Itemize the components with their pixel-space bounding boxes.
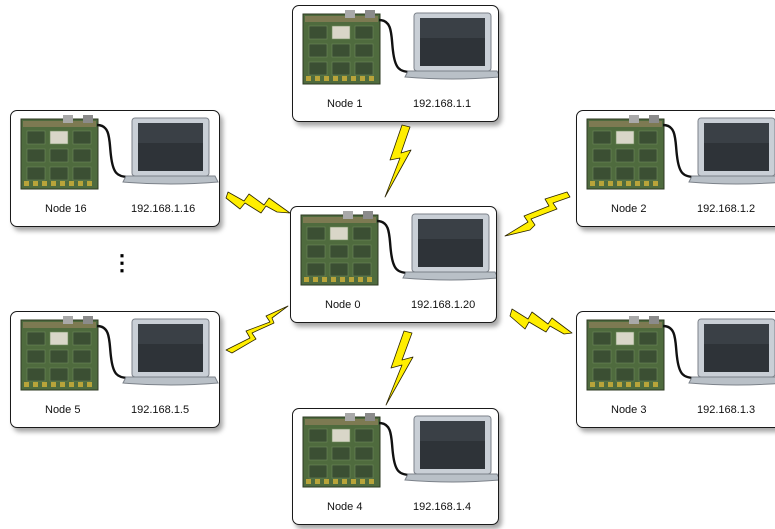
laptop-icon <box>122 117 219 185</box>
laptop-icon <box>402 213 496 281</box>
node-4-box: Node 4 192.168.1.4 <box>292 408 499 525</box>
node-name-label: Node 1 <box>327 98 363 110</box>
fpga-board-icon <box>586 115 665 190</box>
fpga-board-icon <box>302 10 381 85</box>
laptop-icon <box>404 12 498 80</box>
hardware-illustration <box>302 413 498 488</box>
hardware-illustration <box>300 211 496 286</box>
hardware-illustration <box>302 10 498 85</box>
hardware-illustration <box>586 316 775 391</box>
fpga-board-icon <box>586 316 665 391</box>
node-5-box: Node 5 192.168.1.5 <box>10 311 220 428</box>
node-1-box: Node 1 192.168.1.1 <box>292 5 499 122</box>
laptop-icon <box>404 415 498 483</box>
laptop-icon <box>122 318 219 386</box>
node-16-box: Node 16 192.168.1.16 <box>10 110 220 227</box>
ethernet-cable <box>662 123 696 179</box>
node-name-label: Node 2 <box>611 203 647 215</box>
laptop-icon <box>688 117 775 185</box>
node-ip-label: 192.168.1.4 <box>413 501 472 513</box>
ethernet-cable <box>378 421 412 477</box>
lightning-bolt-icon <box>384 124 412 198</box>
node-ip-label: 192.168.1.5 <box>131 404 190 416</box>
hardware-illustration <box>20 316 219 391</box>
ethernet-cable <box>376 219 410 275</box>
fpga-board-icon <box>20 316 99 391</box>
ethernet-cable <box>662 324 696 380</box>
lightning-bolt-icon <box>509 308 573 335</box>
node-name-label: Node 5 <box>45 404 81 416</box>
fpga-board-icon <box>302 413 381 488</box>
ethernet-cable <box>378 18 412 74</box>
ethernet-cable <box>96 123 130 179</box>
lightning-bolt-icon <box>504 191 571 237</box>
hardware-illustration <box>586 115 775 190</box>
node-ip-label: 192.168.1.16 <box>131 203 196 215</box>
lightning-bolt-icon <box>225 191 291 214</box>
node-name-label: Node 0 <box>325 299 361 311</box>
node-name-label: Node 4 <box>327 501 363 513</box>
node-name-label: Node 3 <box>611 404 647 416</box>
node-0-box: Node 0 192.168.1.20 <box>290 206 497 323</box>
hardware-illustration <box>20 115 219 190</box>
node-2-box: Node 2 192.168.1.2 <box>576 110 775 227</box>
node-name-label: Node 16 <box>45 203 87 215</box>
fpga-board-icon <box>20 115 99 190</box>
laptop-icon <box>688 318 775 386</box>
node-ip-label: 192.168.1.3 <box>697 404 756 416</box>
node-3-box: Node 3 192.168.1.3 <box>576 311 775 428</box>
lightning-bolt-icon <box>385 330 414 406</box>
lightning-bolt-icon <box>225 305 289 354</box>
ethernet-cable <box>96 324 130 380</box>
fpga-board-icon <box>300 211 379 286</box>
node-ip-label: 192.168.1.1 <box>413 98 472 110</box>
node-ip-label: 192.168.1.2 <box>697 203 756 215</box>
node-ip-label: 192.168.1.20 <box>411 299 476 311</box>
